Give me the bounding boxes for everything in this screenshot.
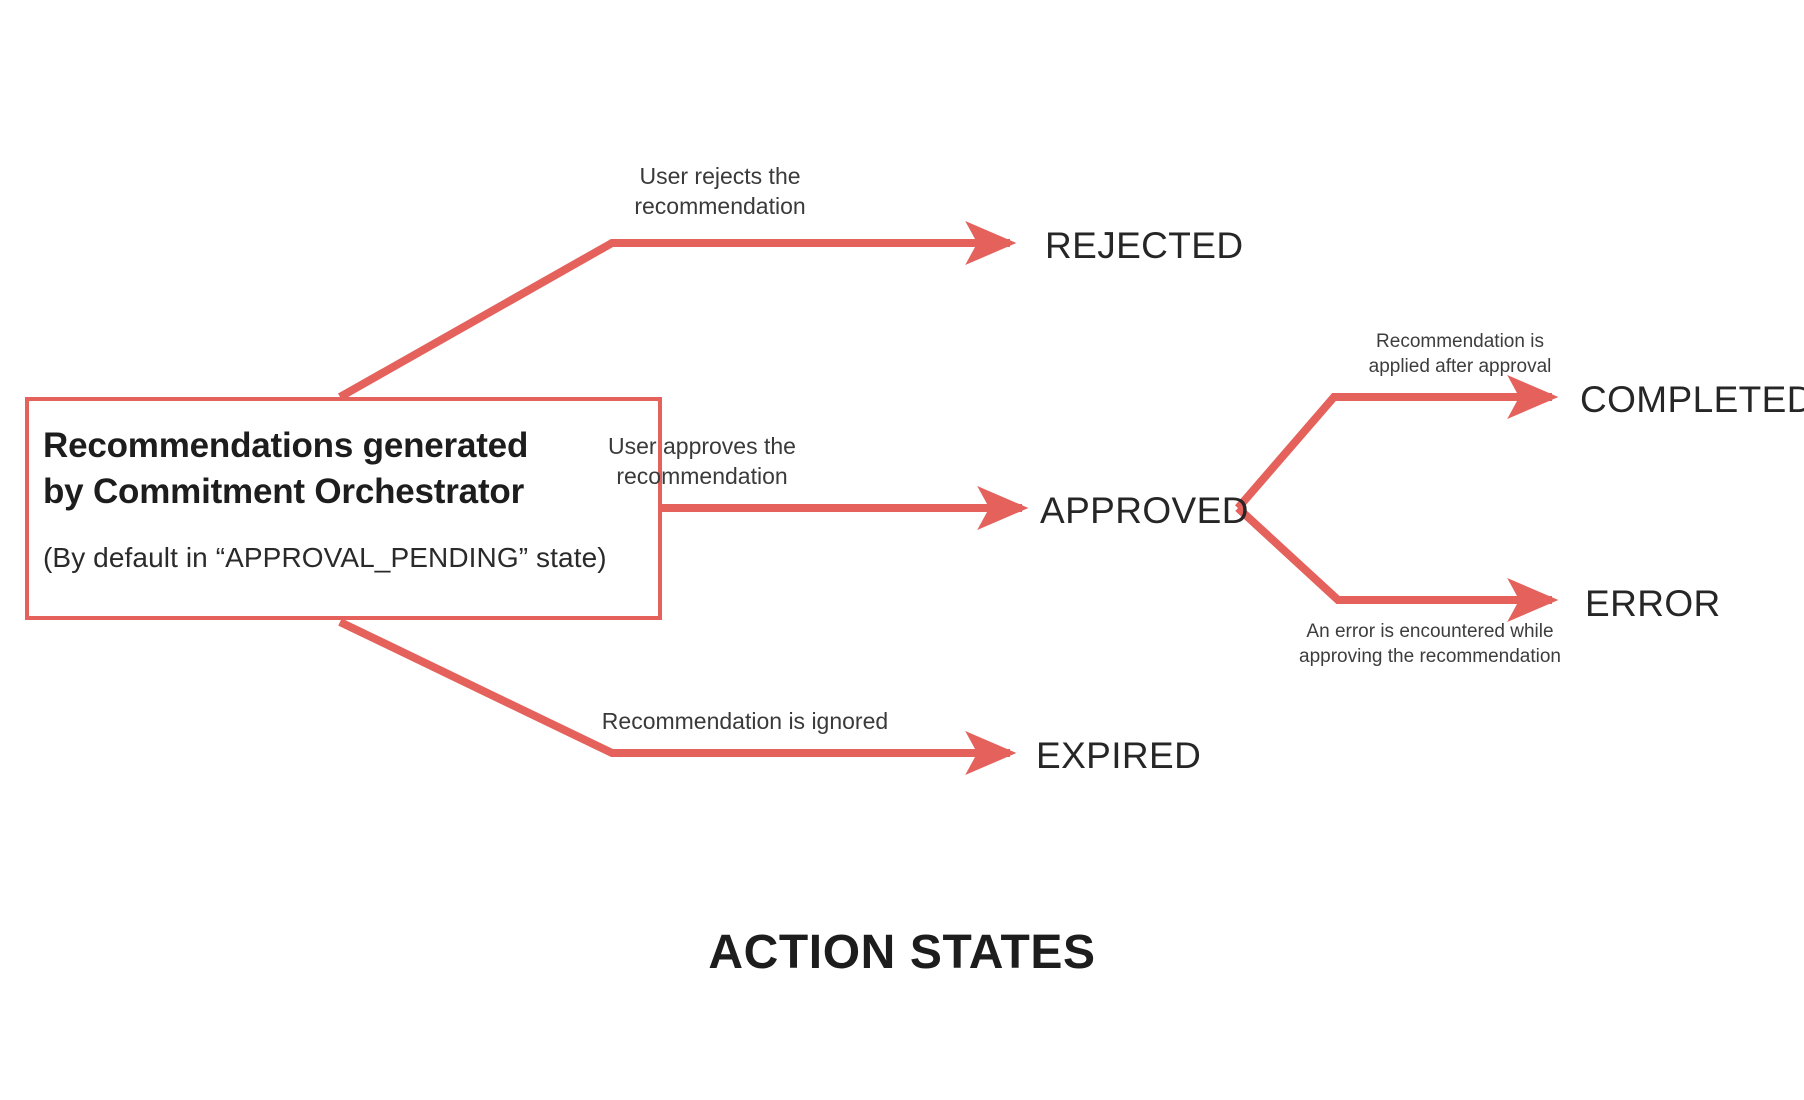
state-approved: APPROVED	[1040, 490, 1249, 531]
edge-label-to-completed: Recommendation is applied after approval	[1368, 331, 1552, 377]
state-error: ERROR	[1585, 583, 1721, 624]
diagram-caption: ACTION STATES	[708, 926, 1096, 979]
state-rejected: REJECTED	[1045, 225, 1244, 266]
source-node-title: Recommendations generated by Commitment …	[43, 426, 529, 512]
source-node: Recommendations generated by Commitment …	[25, 397, 662, 620]
edge-label-to-rejected: User rejects the recommendation	[634, 163, 806, 219]
edge-to-error	[1235, 505, 1559, 622]
edge-to-completed	[1234, 375, 1559, 511]
edge-label-to-approved: User approves the recommendation	[608, 433, 796, 489]
edge-label-to-error: An error is encountered while approving …	[1299, 621, 1561, 667]
edge-to-rejected	[338, 221, 1017, 401]
source-node-subtitle: (By default in “APPROVAL_PENDING” state)	[43, 542, 607, 574]
edge-label-to-expired: Recommendation is ignored	[601, 708, 889, 734]
state-expired: EXPIRED	[1036, 735, 1202, 776]
state-completed: COMPLETED	[1580, 379, 1804, 420]
